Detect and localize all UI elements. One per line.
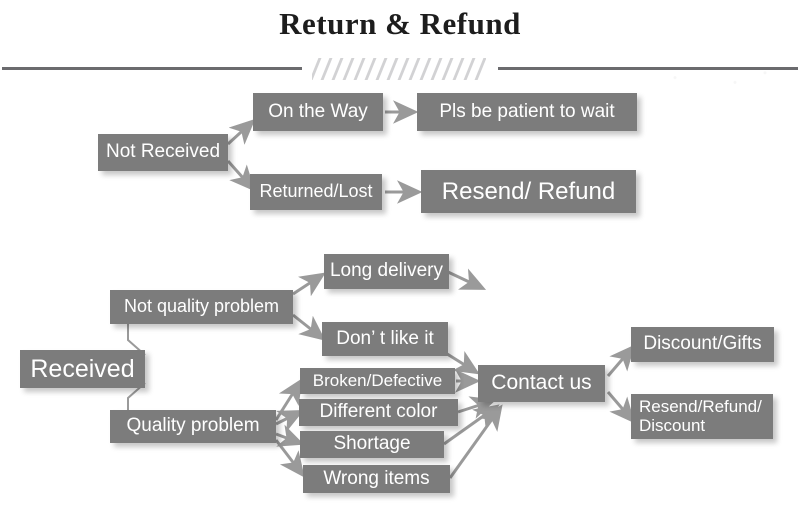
page-title: Return & Refund <box>279 6 521 41</box>
arrow-not-received-to-on-the-way <box>226 118 256 146</box>
node-on-the-way[interactable]: On the Way <box>253 93 383 131</box>
node-contact-us[interactable]: Contact us <box>478 365 605 402</box>
node-pls-be-patient-to-wait[interactable]: Pls be patient to wait <box>417 93 637 131</box>
node-returned-lost-label: Returned/Lost <box>259 181 373 202</box>
arrow-wrong-items-to-contact-us <box>448 404 503 479</box>
arrow-different-color-to-contact-us <box>457 396 497 419</box>
node-wrong-items[interactable]: Wrong items <box>303 465 450 493</box>
node-not-quality-problem-label: Not quality problem <box>123 296 280 317</box>
node-shortage[interactable]: Shortage <box>300 431 444 458</box>
arrow-not-received-to-returned-lost <box>226 160 255 192</box>
node-on-the-way-label: On the Way <box>268 100 368 122</box>
node-wrong-items-label: Wrong items <box>323 467 430 489</box>
node-broken-defective[interactable]: Broken/Defective <box>300 368 455 394</box>
node-discount-gifts-label: Discount/Gifts <box>643 333 762 355</box>
node-not-received[interactable]: Not Received <box>98 134 228 171</box>
arrow-quality-to-shortage <box>275 424 305 447</box>
arrow-not-quality-to-long-delivery <box>292 272 326 297</box>
divider-rule-right <box>498 67 798 70</box>
node-long-delivery-label: Long delivery <box>329 260 444 282</box>
node-discount-gifts[interactable]: Discount/Gifts <box>631 327 774 362</box>
node-not-quality-problem[interactable]: Not quality problem <box>110 290 293 324</box>
node-contact-us-label: Contact us <box>491 371 592 395</box>
node-different-color[interactable]: Different color <box>299 399 458 426</box>
divider-rule-left <box>2 67 302 70</box>
node-received-label: Received <box>30 354 135 383</box>
title-divider <box>0 58 800 80</box>
node-returned-lost[interactable]: Returned/Lost <box>250 174 382 210</box>
node-not-received-label: Not Received <box>105 141 221 163</box>
arrow-quality-to-different-color <box>275 409 305 432</box>
node-shortage-label: Shortage <box>333 433 411 455</box>
node-dont-like-it-label: Don’ t like it <box>336 327 434 349</box>
arrow-contact-us-to-resend-refund-discount <box>606 391 635 424</box>
node-resend-refund-label: Resend/ Refund <box>441 177 616 205</box>
node-resend-refund-discount[interactable]: Resend/Refund/ Discount <box>631 394 773 439</box>
arrow-not-quality-to-dont-like-it <box>292 313 326 341</box>
node-resend-refund[interactable]: Resend/ Refund <box>421 170 636 213</box>
node-pls-be-patient-label: Pls be patient to wait <box>439 100 615 122</box>
node-long-delivery[interactable]: Long delivery <box>324 254 449 289</box>
node-dont-like-it[interactable]: Don’ t like it <box>322 322 448 356</box>
node-quality-problem[interactable]: Quality problem <box>110 410 276 443</box>
node-received[interactable]: Received <box>20 350 145 388</box>
node-different-color-label: Different color <box>319 401 438 423</box>
arrow-quality-to-wrong-items <box>274 439 305 478</box>
arrow-contact-us-to-discount-gifts <box>606 344 635 377</box>
node-resend-refund-discount-line1: Resend/Refund/ <box>639 397 762 417</box>
arrow-dont-like-it-to-contact-us <box>443 350 480 375</box>
node-resend-refund-discount-line2: Discount <box>639 415 706 435</box>
node-quality-problem-label: Quality problem <box>126 415 260 437</box>
node-broken-defective-label: Broken/Defective <box>312 370 443 390</box>
arrow-long-delivery-out <box>447 268 487 290</box>
